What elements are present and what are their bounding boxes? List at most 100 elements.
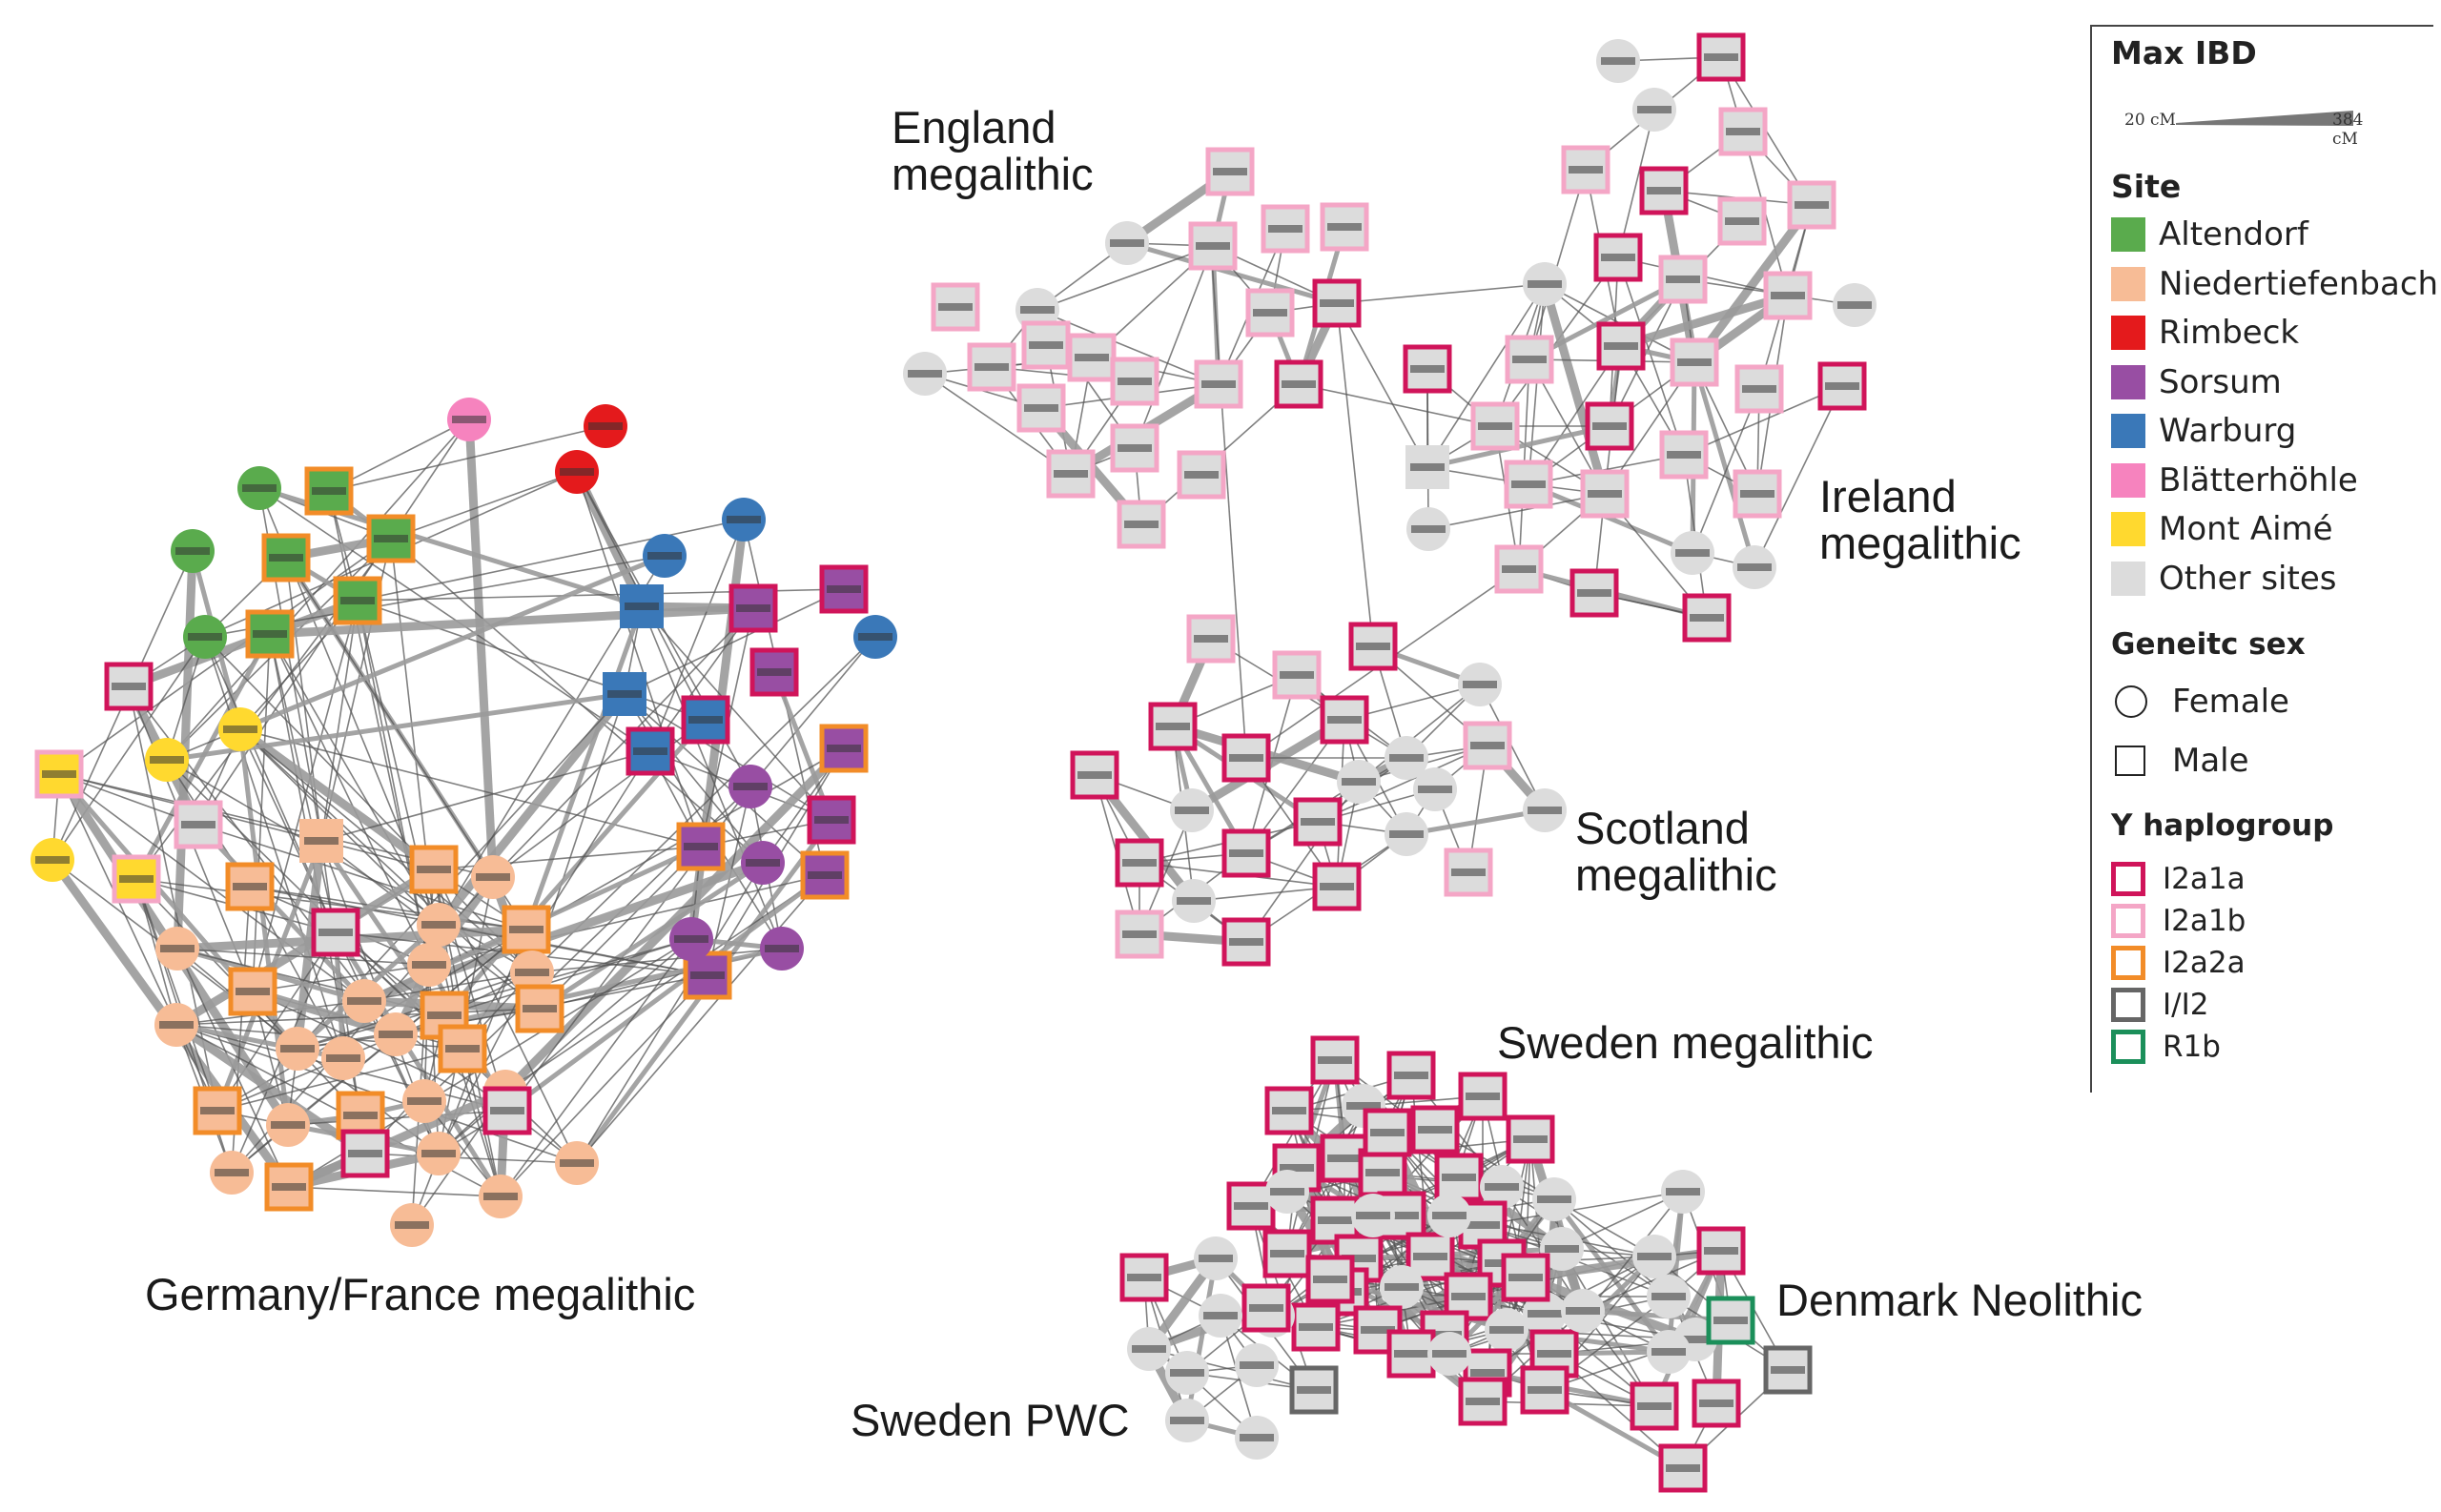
sample-id-mark	[1666, 1464, 1700, 1472]
ibd-edge	[135, 878, 218, 1112]
ibd-edge	[1426, 283, 1546, 468]
legend-hap-r1b: R1b	[2111, 1026, 2221, 1068]
sample-id-mark	[1704, 53, 1738, 61]
sample-id-mark	[1118, 444, 1152, 452]
sample-id-mark	[490, 1107, 524, 1114]
ibd-edge	[174, 866, 437, 1029]
ibd-edge	[1126, 240, 1338, 306]
sample-id-mark	[1229, 849, 1263, 857]
sample-id-mark	[509, 926, 544, 933]
ibd-edge	[576, 471, 702, 848]
legend-site-niedertiefenbach: Niedertiefenbach	[2111, 263, 2438, 305]
sample-id-mark	[1280, 671, 1314, 679]
ibd-edge	[357, 600, 707, 721]
sample-id-mark	[1253, 309, 1287, 317]
sample-id-mark	[1118, 378, 1152, 385]
sample-id-mark	[908, 370, 942, 378]
legend-site-mont-aim-: Mont Aimé	[2111, 508, 2333, 550]
sample-id-mark	[1156, 723, 1190, 730]
sample-id-mark	[674, 935, 708, 943]
label-scotland-megalithic: Scotland megalithic	[1575, 803, 1777, 900]
ibd-edge	[1487, 1370, 1655, 1409]
sample-id-mark	[1342, 1255, 1376, 1262]
legend-hap-i-i2: I/I2	[2111, 984, 2208, 1026]
sample-id-mark	[523, 1005, 557, 1012]
sample-id-mark	[1699, 1400, 1733, 1407]
legend-hap-label: I/I2	[2163, 988, 2209, 1022]
sample-id-mark	[1389, 754, 1424, 762]
ibd-edge	[749, 636, 876, 787]
ibd-edge	[641, 605, 832, 821]
sample-id-mark	[271, 1121, 305, 1129]
sample-id-mark	[1199, 1255, 1233, 1262]
site-swatch-icon	[2111, 217, 2145, 252]
sample-id-mark	[1194, 635, 1228, 643]
sample-id-mark	[974, 363, 1009, 371]
ibd-edge	[1298, 383, 1496, 427]
ibd-edge	[1582, 1308, 1732, 1323]
sample-id-mark	[1320, 299, 1354, 307]
ibd-edge	[1540, 282, 1610, 496]
sample-id-mark	[1601, 254, 1635, 261]
sample-id-mark	[1297, 1386, 1331, 1394]
sample-id-mark	[1588, 490, 1622, 498]
sample-id-mark	[1651, 1293, 1686, 1300]
legend-hap-i2a1a: I2a1a	[2111, 858, 2246, 900]
sample-id-mark	[476, 873, 510, 881]
label-sweden-pwc: Sweden PWC	[851, 1395, 1130, 1445]
sample-id-mark	[42, 770, 76, 778]
sample-id-mark	[1637, 1402, 1672, 1410]
ibd-edge	[320, 600, 359, 842]
sample-id-mark	[625, 603, 659, 610]
ibd-edge	[438, 924, 708, 976]
sample-id-mark	[326, 1054, 360, 1062]
sample-id-mark	[1327, 716, 1362, 724]
sample-id-mark	[765, 945, 799, 952]
sample-id-mark	[160, 945, 195, 952]
ibd-edge	[249, 886, 527, 930]
ibd-edge	[1754, 385, 1843, 568]
sample-id-mark	[1313, 1276, 1347, 1283]
sample-id-mark	[223, 725, 257, 733]
sample-id-mark	[607, 690, 642, 698]
sample-id-mark	[633, 747, 667, 755]
label-sweden-megalithic: Sweden megalithic	[1497, 1017, 1874, 1068]
sample-id-mark	[421, 1150, 456, 1157]
ibd-edge	[357, 519, 745, 602]
ibd-edge	[1317, 745, 1488, 823]
sample-id-mark	[1647, 187, 1681, 194]
sample-id-mark	[304, 837, 338, 845]
sample-id-mark	[1528, 807, 1562, 814]
sample-id-mark	[119, 875, 154, 883]
ibd-edge	[462, 750, 651, 1050]
ibd-edge	[1405, 807, 1546, 837]
haplogroup-box-icon	[2111, 1030, 2145, 1064]
legend-hap-i2a1b: I2a1b	[2111, 900, 2246, 942]
legend-ibd-title: Max IBD	[2111, 34, 2257, 72]
ibd-edge	[1683, 385, 1843, 456]
label-germany-france-megalithic: Germany/France megalithic	[145, 1269, 696, 1319]
ibd-network	[31, 32, 1877, 1493]
sample-id-mark	[348, 1150, 382, 1157]
sample-id-mark	[1320, 883, 1354, 890]
sample-id-mark	[1370, 1129, 1405, 1136]
ibd-edge	[464, 419, 498, 878]
sample-id-mark	[1569, 166, 1603, 174]
legend-site-title: Site	[2111, 168, 2182, 205]
sample-id-mark	[1175, 807, 1209, 814]
sample-id-mark	[1184, 471, 1219, 479]
sample-id-mark	[1508, 1274, 1543, 1281]
edges	[49, 56, 1856, 1471]
sample-id-mark	[1240, 1434, 1274, 1441]
legend-site-label: Blätterhöhle	[2159, 460, 2358, 500]
sample-id-mark	[1410, 365, 1445, 373]
ibd-edge	[1524, 1273, 1697, 1344]
sample-id-mark	[1229, 938, 1263, 946]
sample-id-mark	[417, 866, 451, 873]
ibd-edge	[576, 862, 764, 1164]
site-swatch-icon	[2111, 316, 2145, 350]
sample-id-mark	[1677, 358, 1712, 366]
ibd-edge	[435, 691, 628, 928]
sample-id-mark	[1127, 1274, 1161, 1281]
